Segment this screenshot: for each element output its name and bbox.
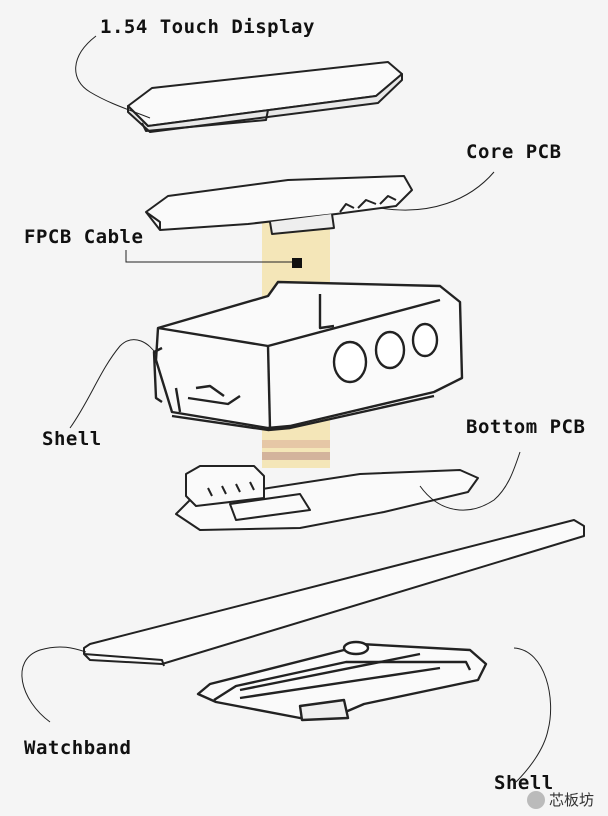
watermark: 芯板坊 (526, 789, 594, 810)
core-pcb-part (145, 175, 413, 235)
watchband-part (83, 519, 585, 667)
shell-top-part (152, 280, 464, 432)
shell-bottom-part (196, 640, 488, 722)
watchband-label: Watchband (24, 737, 132, 759)
shell-bottom-label: Shell (494, 772, 554, 794)
watermark-logo-icon (526, 790, 545, 809)
watermark-text: 芯板坊 (548, 791, 594, 809)
bottom-pcb-label: Bottom PCB (466, 416, 586, 438)
fpcb-marker (125, 250, 302, 268)
core-pcb-label: Core PCB (466, 141, 562, 163)
touch-display-label: 1.54 Touch Display (100, 16, 315, 38)
bottom-pcb-part (175, 465, 479, 531)
fpcb-cable-label: FPCB Cable (24, 226, 144, 248)
touch-display-part (127, 61, 403, 133)
leader-lines (21, 35, 552, 783)
shell-top-label: Shell (42, 428, 102, 450)
